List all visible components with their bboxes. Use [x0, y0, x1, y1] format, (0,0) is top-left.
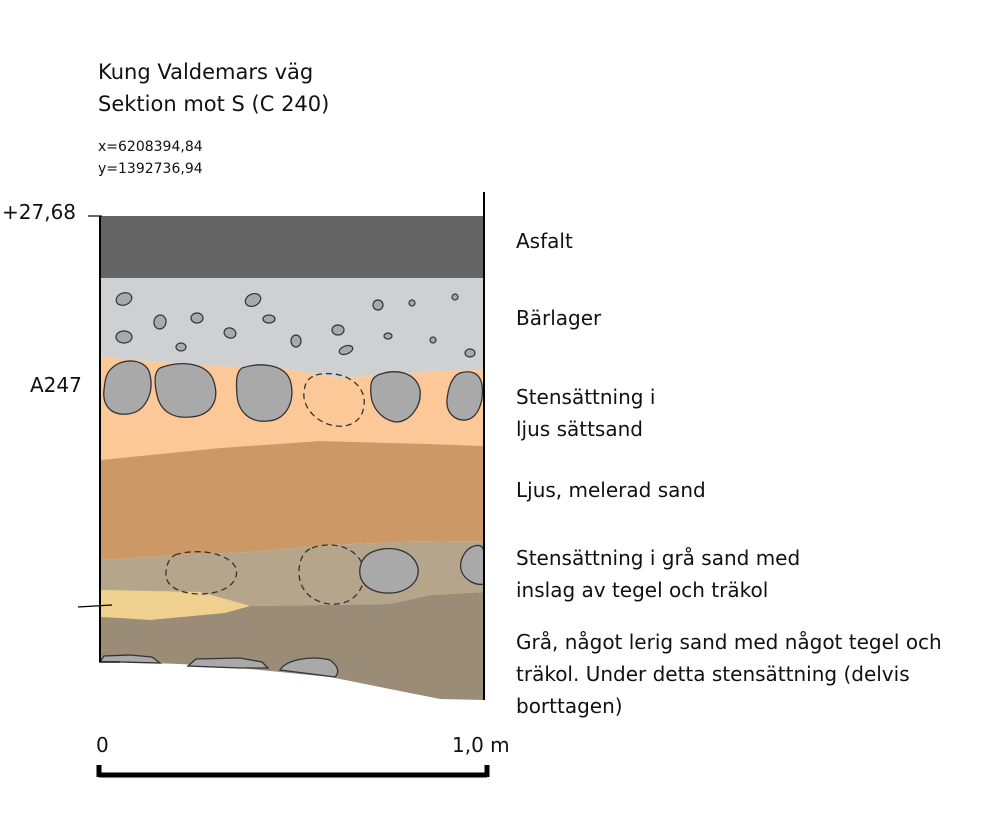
scale-start-label: 0 — [96, 733, 109, 757]
layer-label-stensattning-1b: ljus sättsand — [516, 417, 643, 441]
pebble — [451, 293, 459, 301]
stone — [446, 371, 484, 421]
stones-upper — [103, 360, 484, 427]
elevation-label: +27,68 — [2, 200, 77, 224]
pebble — [190, 312, 204, 324]
pebble — [338, 344, 354, 356]
title-line-2: Sektion mot S (C 240) — [98, 92, 330, 116]
layer-label-melerad: Ljus, melerad sand — [516, 478, 706, 502]
stone — [459, 544, 485, 586]
pebble — [244, 292, 262, 308]
stone-dashed — [298, 544, 365, 605]
stone — [359, 547, 419, 594]
light-sand-lens — [100, 590, 250, 620]
context-label: A247 — [30, 373, 82, 397]
pebble — [429, 336, 437, 344]
scale-bar — [96, 765, 490, 778]
pebble — [464, 348, 476, 358]
lens-tick — [77, 604, 113, 608]
layer-label-stensattning-2a: Stensättning i grå sand med — [516, 546, 801, 570]
layer-barlager — [100, 278, 484, 378]
pebble — [383, 332, 393, 340]
layer-melerad-sand — [100, 441, 484, 560]
stones-bottom — [98, 654, 339, 678]
title-line-1: Kung Valdemars väg — [98, 60, 314, 84]
stone — [154, 362, 217, 418]
stones-lower — [165, 544, 485, 605]
stone — [103, 360, 152, 415]
pebble — [175, 342, 187, 352]
stone-dashed — [165, 551, 238, 595]
pebble — [290, 334, 302, 348]
stone — [370, 371, 421, 423]
coordinate-x: x=6208394,84 — [98, 139, 203, 155]
pebble — [408, 299, 416, 307]
layer-label-asfalt: Asfalt — [516, 229, 573, 253]
layer-label-stensattning-2b: inslag av tegel och träkol — [516, 578, 769, 602]
pebble — [153, 314, 167, 330]
stone — [186, 657, 270, 669]
stone-dashed — [303, 372, 365, 427]
pebble — [372, 299, 384, 311]
layer-label-lerig-c: borttagen) — [516, 694, 623, 718]
layer-label-lerig-a: Grå, något lerig sand med något tegel oc… — [516, 630, 942, 654]
stone — [278, 657, 339, 678]
layer-asfalt — [100, 216, 484, 278]
pebble — [223, 327, 237, 339]
pebble — [115, 292, 133, 306]
layer-label-lerig-b: träkol. Under detta stensättning (delvis — [516, 662, 910, 686]
layer-label-barlager: Bärlager — [516, 306, 602, 330]
coordinate-y: y=1392736,94 — [98, 161, 203, 177]
pebble — [262, 314, 276, 324]
scale-end-label: 1,0 m — [452, 733, 510, 757]
layer-label-stensattning-1a: Stensättning i — [516, 385, 656, 409]
layer-lerig-sand — [100, 590, 484, 700]
stone — [235, 364, 293, 422]
pebble — [115, 330, 133, 344]
pebble — [331, 324, 345, 336]
